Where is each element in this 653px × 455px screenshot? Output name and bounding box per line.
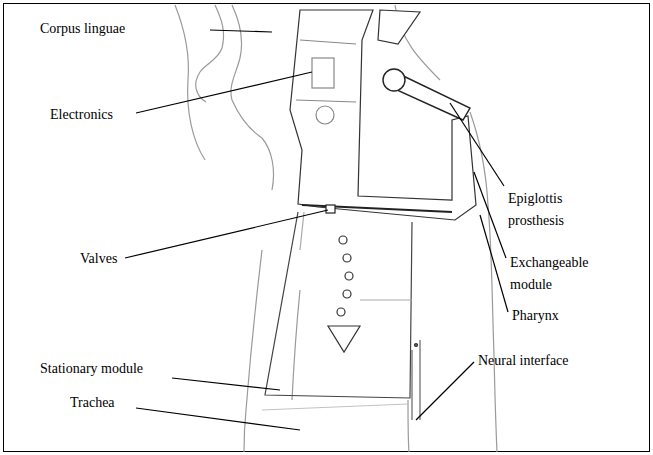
direction-triangle <box>328 326 360 352</box>
exchangeable-module-housing <box>290 10 476 220</box>
part-label: Valves <box>80 248 117 270</box>
tissue-contour <box>292 290 300 400</box>
valve <box>326 205 335 213</box>
leader-line <box>474 172 506 258</box>
electronics-chip <box>312 58 334 88</box>
part-label: Pharynx <box>512 305 559 327</box>
part-label: Trachea <box>70 392 115 414</box>
leader-line <box>450 103 504 186</box>
leader-line <box>136 72 312 113</box>
anatomy <box>175 5 497 452</box>
epiglottis-pivot <box>383 69 405 91</box>
leader-line <box>125 210 328 258</box>
pharynx-contour <box>470 112 497 452</box>
channel-hole <box>339 236 347 244</box>
electronics-outline <box>296 40 356 102</box>
part-label: Stationary module <box>40 358 143 380</box>
jaw-contour <box>175 5 205 160</box>
tongue-contour <box>231 5 262 138</box>
channel-hole <box>345 272 353 280</box>
leader-line <box>172 378 280 390</box>
trachea-ring <box>262 404 408 410</box>
part-label: Neural interface <box>478 350 569 372</box>
leader-line <box>210 30 272 32</box>
part-label: Electronics <box>50 104 113 126</box>
electronics-component <box>316 106 334 124</box>
epiglottis-hinge <box>378 10 420 44</box>
part-label: Epiglottis prosthesis <box>508 188 596 232</box>
stationary-module-detail <box>300 212 412 300</box>
frame <box>4 4 650 452</box>
leader-line <box>136 408 300 430</box>
prosthesis <box>265 10 476 420</box>
leader-lines <box>125 30 508 430</box>
tongue-contour <box>262 138 274 190</box>
channel-hole <box>343 290 351 298</box>
neural-electrode <box>415 344 418 347</box>
stationary-module-housing <box>265 212 412 398</box>
part-label: Exchangeable module <box>510 252 606 296</box>
channel-hole <box>343 254 351 262</box>
trachea-wall <box>408 400 409 452</box>
part-label: Corpus linguae <box>40 18 125 40</box>
trachea-wall <box>244 250 262 452</box>
leader-line <box>416 362 474 420</box>
tongue-contour <box>200 5 224 72</box>
neural-interface-lead <box>412 340 420 420</box>
channel-hole <box>337 308 345 316</box>
leader-line <box>480 215 508 312</box>
